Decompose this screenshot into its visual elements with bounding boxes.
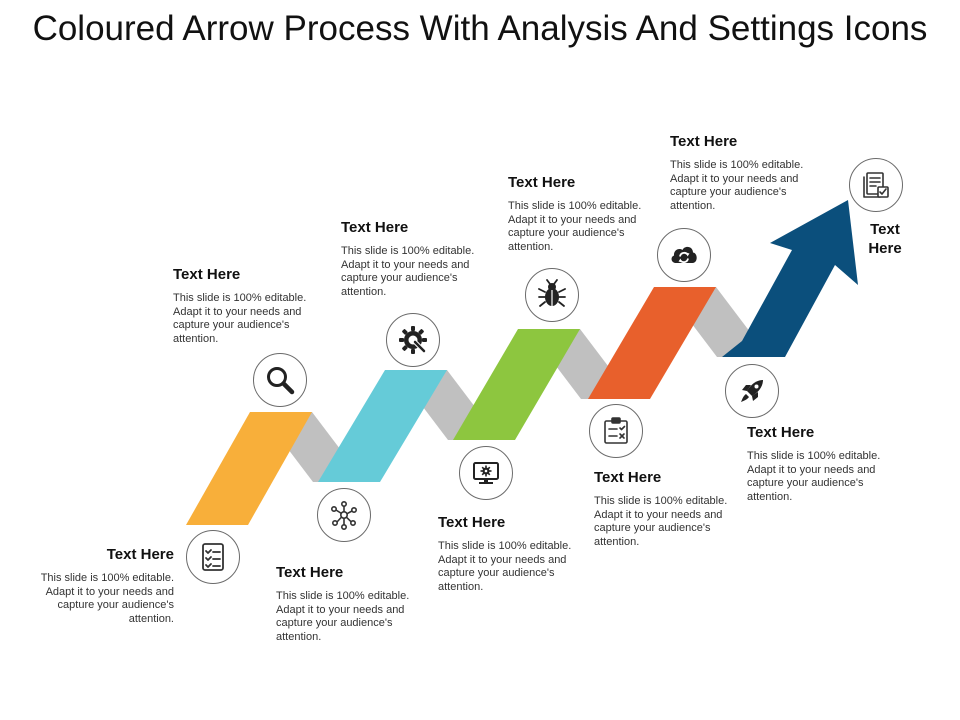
step-9-text: Text Here This slide is 100% editable. A…: [747, 424, 899, 504]
step-7-heading: Text Here: [594, 469, 662, 486]
step-3-heading: Text Here: [276, 564, 344, 581]
segment-cyan: [318, 370, 447, 482]
network-icon: [317, 488, 371, 542]
step-4-heading: Text Here: [341, 219, 409, 236]
step-2-text: Text Here This slide is 100% editable. A…: [173, 266, 325, 346]
step-4-description: This slide is 100% editable. Adapt it to…: [341, 245, 475, 298]
step-8-text: Text Here This slide is 100% editable. A…: [670, 133, 822, 213]
step-2-heading: Text Here: [173, 266, 241, 283]
step-9-description: This slide is 100% editable. Adapt it to…: [747, 450, 881, 503]
cloud-sync-icon: [657, 228, 711, 282]
step-5-text: Text Here This slide is 100% editable. A…: [438, 514, 590, 594]
step-9-heading: Text Here: [747, 424, 815, 441]
step-5-description: This slide is 100% editable. Adapt it to…: [438, 540, 572, 593]
checklist-icon: [186, 530, 240, 584]
segment-arrow-blue: [722, 200, 858, 357]
step-6-heading: Text Here: [508, 174, 576, 191]
step-4-text: Text Here This slide is 100% editable. A…: [341, 219, 493, 299]
segment-red: [588, 287, 716, 399]
step-3-text: Text Here This slide is 100% editable. A…: [276, 564, 428, 644]
step-6-text: Text Here This slide is 100% editable. A…: [508, 174, 660, 254]
step-3-description: This slide is 100% editable. Adapt it to…: [276, 590, 410, 643]
step-2-description: This slide is 100% editable. Adapt it to…: [173, 292, 307, 345]
clipboard-chart-icon: [589, 404, 643, 458]
end-label: Text Here: [868, 221, 902, 257]
step-7-description: This slide is 100% editable. Adapt it to…: [594, 495, 728, 548]
step-1-heading: Text Here: [106, 546, 174, 563]
document-check-icon: [849, 158, 903, 212]
step-1-text: Text Here This slide is 100% editable. A…: [22, 546, 174, 626]
step-1-description: This slide is 100% editable. Adapt it to…: [40, 572, 174, 625]
step-5-heading: Text Here: [438, 514, 506, 531]
segment-green: [453, 329, 580, 440]
step-6-description: This slide is 100% editable. Adapt it to…: [508, 200, 642, 253]
bug-icon: [525, 268, 579, 322]
step-8-description: This slide is 100% editable. Adapt it to…: [670, 159, 804, 212]
gear-wrench-icon: [386, 313, 440, 367]
monitor-gear-icon: [459, 446, 513, 500]
segment-orange: [186, 412, 312, 525]
rocket-icon: [725, 364, 779, 418]
step-8-heading: Text Here: [670, 133, 738, 150]
page-title: Coloured Arrow Process With Analysis And…: [32, 9, 928, 48]
step-7-text: Text Here This slide is 100% editable. A…: [594, 469, 746, 549]
magnifier-icon: [253, 353, 307, 407]
